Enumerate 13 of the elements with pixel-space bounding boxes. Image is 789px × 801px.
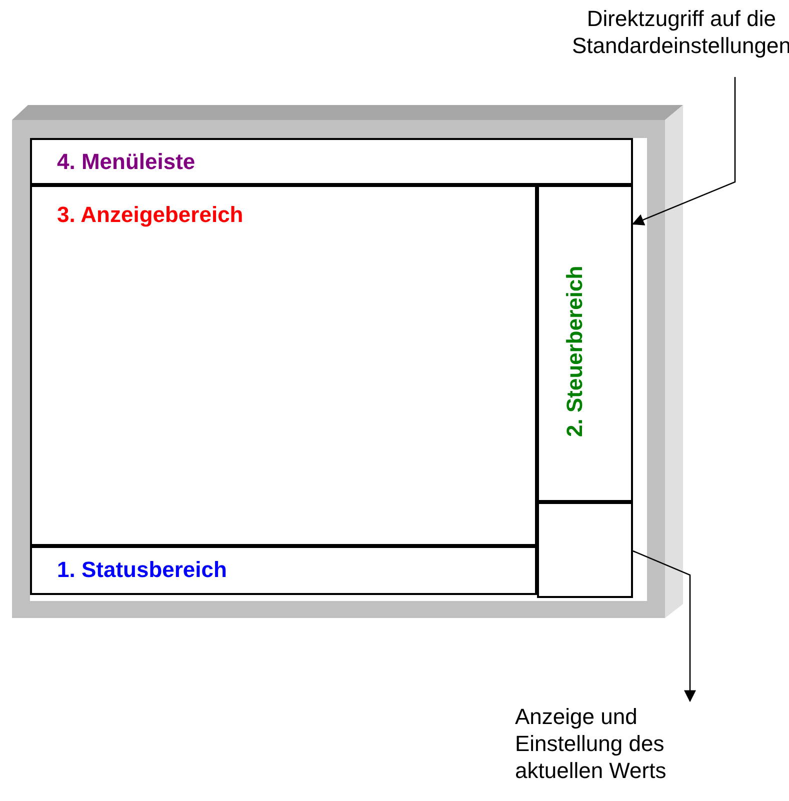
area-title: 3. Anzeigebereich: [57, 201, 244, 228]
value-box: [537, 502, 633, 598]
status-bar: [30, 546, 537, 595]
area-title: 1. Statusbereich: [57, 556, 227, 583]
menu-bar: [30, 138, 633, 185]
annotation-text: Anzeige und Einstellung des aktuellen Werts: [515, 703, 668, 784]
control-panel: [537, 185, 633, 502]
area-title: 4. Menüleiste: [57, 148, 196, 175]
leader-arrow: [632, 77, 736, 226]
leader-arrow: [632, 550, 696, 702]
display-area: [30, 185, 537, 546]
screen-frame: [12, 105, 683, 618]
area-title: 2. Steuerbereich: [561, 266, 588, 437]
